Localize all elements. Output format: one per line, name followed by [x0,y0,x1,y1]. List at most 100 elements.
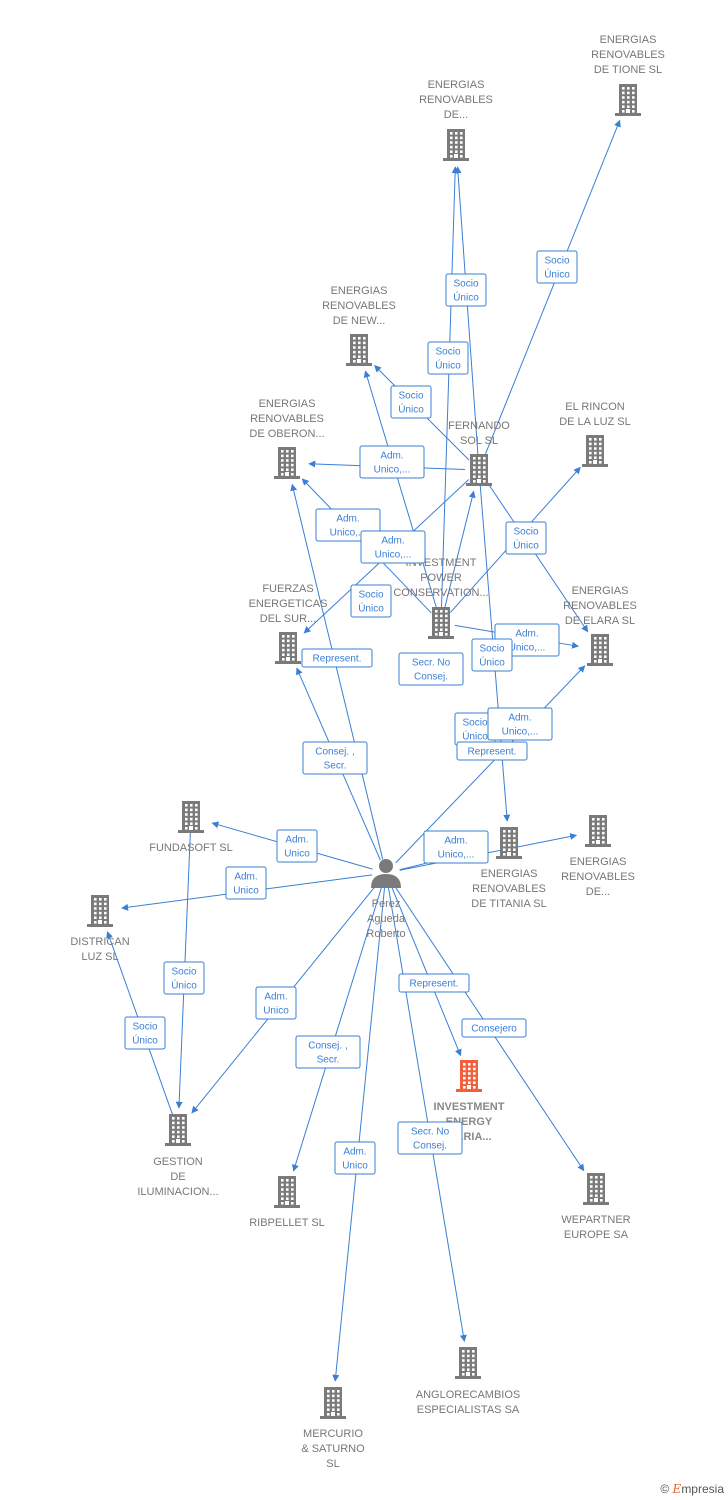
company-node-ribpellet[interactable]: RIBPELLET SL [249,1176,325,1229]
relation-label[interactable]: Adm.Unico [276,829,318,863]
relation-edge-person-oberon [290,483,384,860]
relation-box [302,741,368,775]
building-icon [496,827,522,859]
relation-label[interactable]: Adm.Unico [255,986,297,1020]
relation-label[interactable]: Consej. ,Secr. [302,741,368,775]
label-line: Agueda [367,913,406,925]
relation-label[interactable]: Adm.Unico,... [423,830,489,864]
relation-edge-person-anglorecambios [387,886,467,1342]
relation-line: Único [453,291,479,304]
building-icon [615,84,641,116]
relation-line: Unico,... [374,465,411,476]
relation-line: Unico,... [502,727,539,738]
company-node-fundasoft[interactable]: FUNDASOFT SL [149,801,233,854]
building-icon [455,1347,481,1379]
relation-label[interactable]: Adm.Unico [225,866,267,900]
building-icon [275,632,301,664]
label-line: ENERGIAS [572,585,629,597]
relation-label[interactable]: Adm.Unico,... [487,707,553,741]
relation-box [295,1035,361,1069]
relation-line: Adm. [336,514,359,525]
relation-label[interactable]: Represent. [456,741,528,761]
relation-box [225,866,267,900]
relation-edge-person-investment_energy [390,885,462,1057]
relation-text: Adm.Unico [284,835,310,860]
label-line: RENOVABLES [419,94,493,106]
relation-line: Adm. [343,1147,366,1158]
empresia-watermark: © Empresia [660,1482,724,1496]
relation-label[interactable]: Represent. [398,973,470,993]
building-icon [87,895,113,927]
relation-label[interactable]: Adm.Unico,... [359,445,425,479]
relation-line: Único [544,268,570,281]
relation-box [360,530,426,564]
relation-line: Único [398,403,424,416]
building-icon [428,607,454,639]
relation-text: Consejero [471,1024,517,1035]
label-line: Perez [372,898,401,910]
label-line: DEL SUR... [260,613,316,625]
label-line: Roberto [366,928,405,940]
person-icon [371,859,401,888]
relation-line: Secr. No [412,658,451,669]
company-name: FUNDASOFT SL [149,842,233,854]
relation-label[interactable]: Represent. [301,648,373,668]
label-line: ENERGIAS [481,868,538,880]
relation-line: Unico,... [330,528,367,539]
label-line: ILUMINACION... [137,1186,218,1198]
relation-line: Socio [513,527,538,538]
relation-line: Consej. [414,672,448,683]
label-line: ENERGIAS [259,398,316,410]
relation-label[interactable]: Adm.Unico [334,1141,376,1175]
relation-text: Consej. ,Secr. [308,1041,347,1066]
relation-line: Único [358,602,384,615]
building-icon [178,801,204,833]
relation-box [445,273,487,307]
relation-text: Secr. No Consej. [412,658,451,683]
label-line: ANGLORECAMBIOS [416,1389,521,1401]
relation-label[interactable]: Consejero [461,1018,527,1038]
relation-label[interactable]: Secr. No Consej. [398,652,464,686]
focus-building-icon [456,1060,482,1092]
relation-label[interactable]: Consej. ,Secr. [295,1035,361,1069]
relation-line: Socio [435,347,460,358]
relation-box [301,648,373,668]
relation-label[interactable]: Adm.Unico,... [360,530,426,564]
